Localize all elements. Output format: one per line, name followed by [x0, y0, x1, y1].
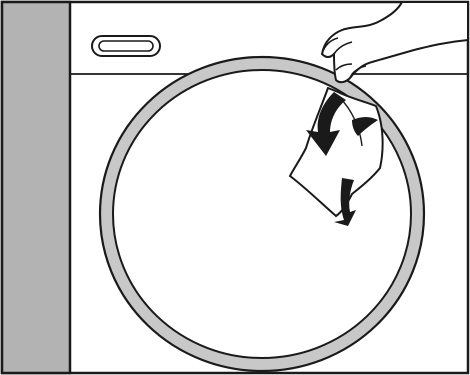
- door-seal-gasket-icon: [98, 55, 426, 373]
- side-panel: [0, 0, 72, 375]
- hand-icon: [320, 1, 469, 84]
- drawer-handle-icon: [91, 35, 161, 57]
- curved-arrow-icon: [306, 92, 378, 226]
